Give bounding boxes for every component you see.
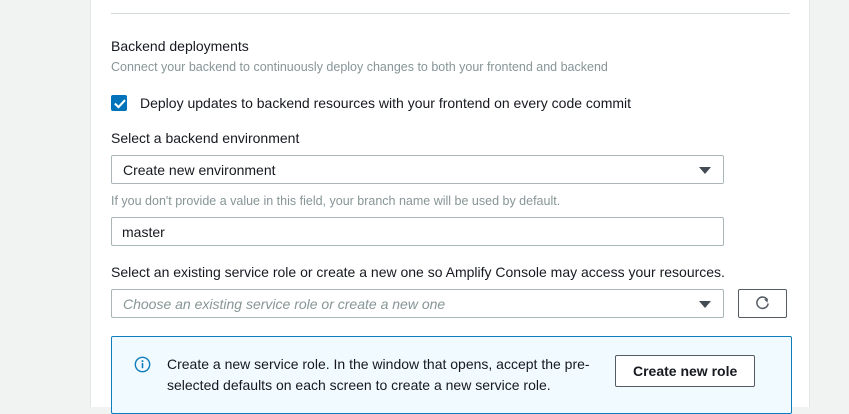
section-title: Backend deployments	[111, 38, 249, 54]
backend-environment-label: Select a backend environment	[111, 130, 300, 146]
checkmark-icon	[114, 99, 126, 109]
content-card: Backend deployments Connect your backend…	[90, 0, 810, 414]
deploy-updates-checkbox[interactable]	[111, 95, 127, 111]
deploy-updates-checkbox-row[interactable]: Deploy updates to backend resources with…	[111, 94, 790, 112]
refresh-service-roles-button[interactable]	[738, 289, 787, 318]
info-circle-icon	[134, 356, 151, 378]
backend-environment-select-value: Create new environment	[123, 161, 276, 178]
service-role-select-placeholder: Choose an existing service role or creat…	[123, 295, 446, 312]
environment-name-input[interactable]	[111, 217, 724, 246]
section-divider	[111, 13, 790, 14]
service-role-select[interactable]: Choose an existing service role or creat…	[111, 289, 724, 318]
refresh-icon	[756, 296, 769, 310]
service-role-row: Choose an existing service role or creat…	[111, 281, 790, 318]
section-subtitle: Connect your backend to continuously dep…	[111, 60, 608, 74]
create-new-role-button[interactable]: Create new role	[615, 355, 756, 387]
service-role-label: Select an existing service role or creat…	[111, 264, 725, 280]
create-role-info-message: Create a new service role. In the window…	[167, 356, 590, 393]
deploy-updates-checkbox-label: Deploy updates to backend resources with…	[140, 95, 632, 111]
chevron-down-icon	[699, 300, 711, 308]
create-role-info-alert: Create a new service role. In the window…	[111, 336, 792, 414]
chevron-down-icon	[699, 166, 711, 174]
backend-environment-select[interactable]: Create new environment	[111, 155, 724, 184]
environment-name-helper-text: If you don't provide a value in this fie…	[111, 194, 561, 208]
